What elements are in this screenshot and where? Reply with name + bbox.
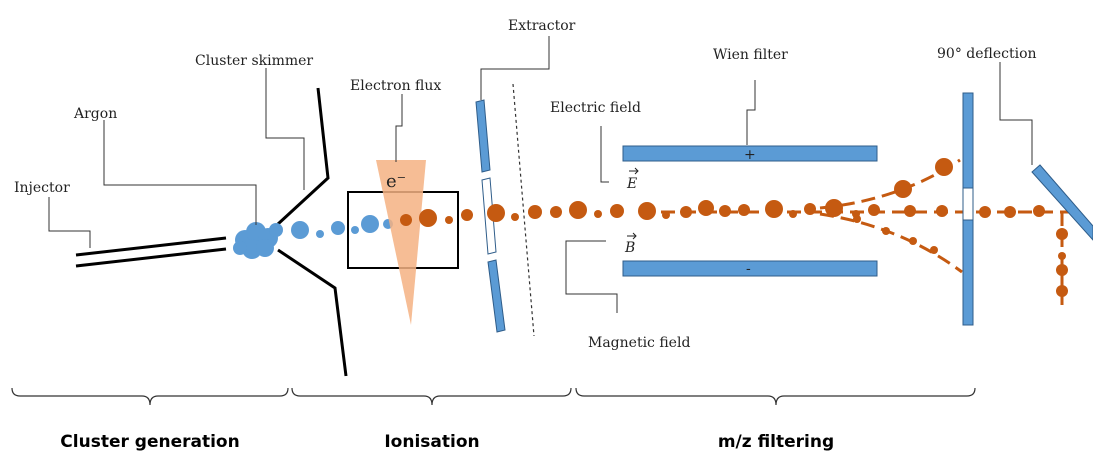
ion-trajectories bbox=[640, 158, 1070, 305]
extractor-label: Extractor bbox=[508, 18, 576, 34]
wien-filter-label: Wien filter bbox=[713, 47, 788, 63]
electron-symbol: e⁻ bbox=[386, 171, 406, 192]
extractor-leader bbox=[480, 36, 550, 100]
magnetic-field-leader bbox=[565, 240, 618, 313]
deflection-leader bbox=[999, 62, 1033, 165]
argon-label: Argon bbox=[73, 106, 117, 122]
electron-flux-leader bbox=[395, 94, 403, 162]
wien-plate-positive bbox=[622, 145, 878, 162]
cluster-skimmer-label: Cluster skimmer bbox=[195, 53, 313, 69]
aperture-plate bbox=[962, 92, 974, 326]
svg-text:E: E bbox=[626, 176, 637, 192]
deflection-plate bbox=[1031, 164, 1093, 241]
injector-leader bbox=[48, 197, 91, 248]
skimmer-leader bbox=[265, 68, 305, 190]
injector bbox=[75, 236, 227, 268]
section-filtering: m/z filtering bbox=[718, 432, 834, 452]
plus-sign: + bbox=[744, 147, 756, 163]
minus-sign: - bbox=[746, 261, 751, 277]
neutral-clusters bbox=[291, 215, 393, 239]
brace-generation bbox=[11, 387, 289, 406]
argon-leader bbox=[103, 120, 257, 225]
section-ionisation: Ionisation bbox=[384, 432, 479, 452]
argon-gas-cloud bbox=[233, 222, 283, 259]
extractor-grid bbox=[512, 83, 535, 337]
electron-flux-label: Electron flux bbox=[350, 78, 441, 94]
brace-filtering bbox=[575, 387, 976, 406]
deflection-label: 90° deflection bbox=[937, 46, 1037, 62]
brace-ionisation bbox=[291, 387, 572, 406]
electron-beam bbox=[376, 160, 426, 325]
electric-field-label: Electric field bbox=[550, 100, 641, 116]
wien-plate-negative bbox=[622, 260, 878, 277]
magnetic-field-label: Magnetic field bbox=[588, 335, 690, 351]
section-generation: Cluster generation bbox=[60, 432, 239, 452]
extractor-plate bbox=[475, 99, 506, 333]
injector-label: Injector bbox=[14, 180, 70, 196]
electric-field-vector: E bbox=[626, 167, 639, 192]
electric-field-leader bbox=[600, 126, 609, 183]
wien-filter-leader bbox=[746, 80, 756, 145]
magnetic-field-vector: B bbox=[624, 232, 637, 256]
ion-clusters bbox=[400, 158, 1068, 297]
cluster-skimmer bbox=[276, 87, 348, 377]
svg-text:B: B bbox=[624, 240, 635, 256]
